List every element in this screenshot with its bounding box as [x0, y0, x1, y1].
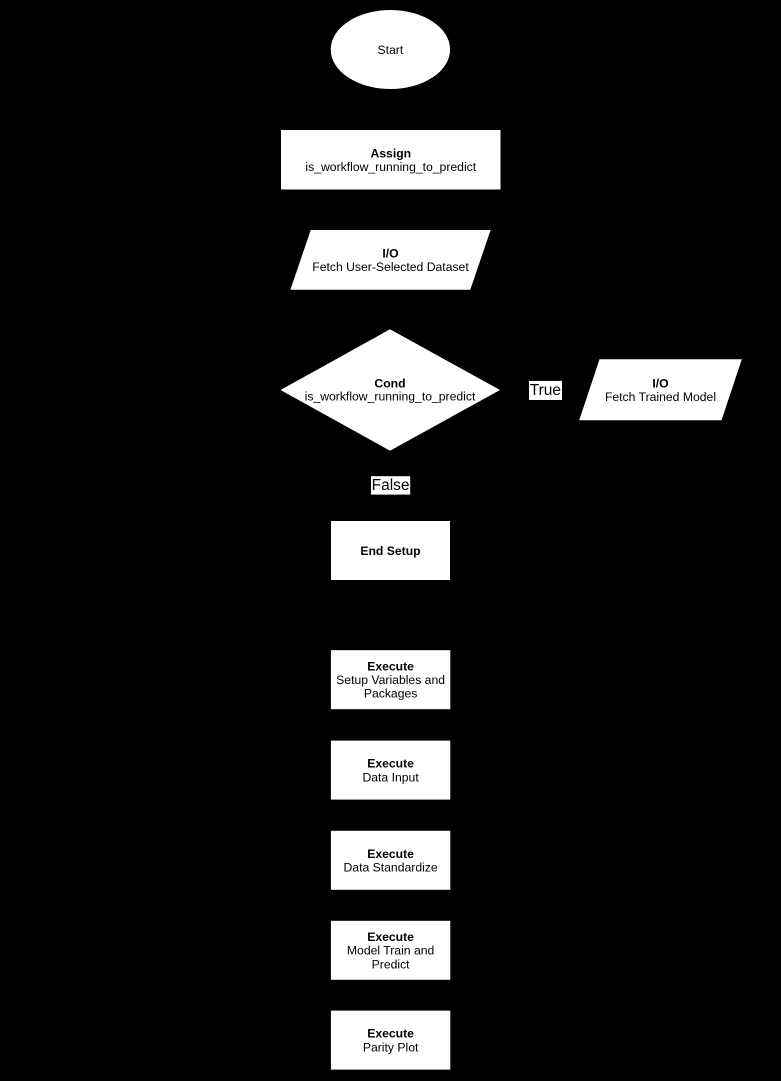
svg-text:Execute: Execute	[367, 930, 414, 944]
svg-text:Execute: Execute	[367, 757, 414, 771]
svg-text:Model Train and: Model Train and	[347, 944, 434, 958]
svg-text:is_workflow_running_to_predict: is_workflow_running_to_predict	[305, 389, 476, 403]
svg-text:Setup Variables and: Setup Variables and	[336, 673, 445, 687]
svg-text:I/O: I/O	[382, 247, 398, 261]
svg-text:Data Input: Data Input	[362, 770, 419, 784]
svg-text:Assign: Assign	[370, 146, 411, 160]
svg-text:Predict: Predict	[372, 957, 411, 971]
svg-text:Start: Start	[378, 43, 404, 57]
svg-text:Parity Plot: Parity Plot	[363, 1040, 419, 1054]
svg-text:False: False	[372, 477, 410, 494]
svg-text:Execute: Execute	[367, 660, 414, 674]
svg-text:Cond: Cond	[374, 377, 405, 391]
svg-text:Fetch User-Selected Dataset: Fetch User-Selected Dataset	[312, 260, 469, 274]
svg-text:Fetch Trained Model: Fetch Trained Model	[605, 390, 716, 404]
svg-text:End Setup: End Setup	[360, 544, 420, 558]
svg-text:Data Standardize: Data Standardize	[344, 861, 438, 875]
svg-text:Execute: Execute	[367, 1027, 414, 1041]
svg-text:Packages: Packages	[364, 687, 418, 701]
svg-text:is_workflow_running_to_predict: is_workflow_running_to_predict	[305, 160, 476, 174]
svg-text:True: True	[530, 382, 561, 399]
svg-text:I/O: I/O	[652, 376, 668, 390]
svg-text:Execute: Execute	[367, 847, 414, 861]
